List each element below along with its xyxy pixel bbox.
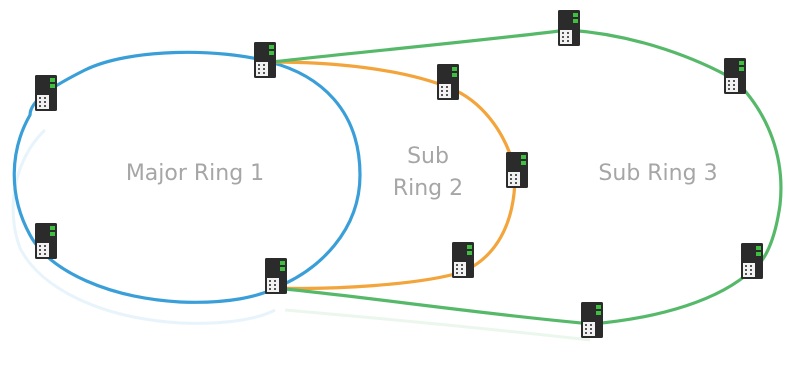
sub-ring-2-label-line1: Sub xyxy=(407,144,449,169)
sub-ring-3-link-bottom xyxy=(274,268,754,326)
switch-icon xyxy=(452,242,474,278)
switch-icon xyxy=(506,152,528,188)
major-ring-1-label: Major Ring 1 xyxy=(126,161,264,186)
switch-icon xyxy=(35,75,57,111)
sub-ring-3-link-top xyxy=(271,28,783,272)
switch-icon xyxy=(724,58,746,94)
switch-icon xyxy=(35,223,57,259)
sub-ring-2-label-line2: Ring 2 xyxy=(393,176,463,201)
switch-icon xyxy=(437,64,459,100)
switch-icon xyxy=(265,258,287,294)
switch-icon xyxy=(581,302,603,338)
switch-icon xyxy=(254,42,276,78)
sub-ring-3-label: Sub Ring 3 xyxy=(598,161,717,186)
switch-icon xyxy=(558,10,580,46)
major-ring-1-link xyxy=(12,50,362,304)
switch-icon xyxy=(741,243,763,279)
